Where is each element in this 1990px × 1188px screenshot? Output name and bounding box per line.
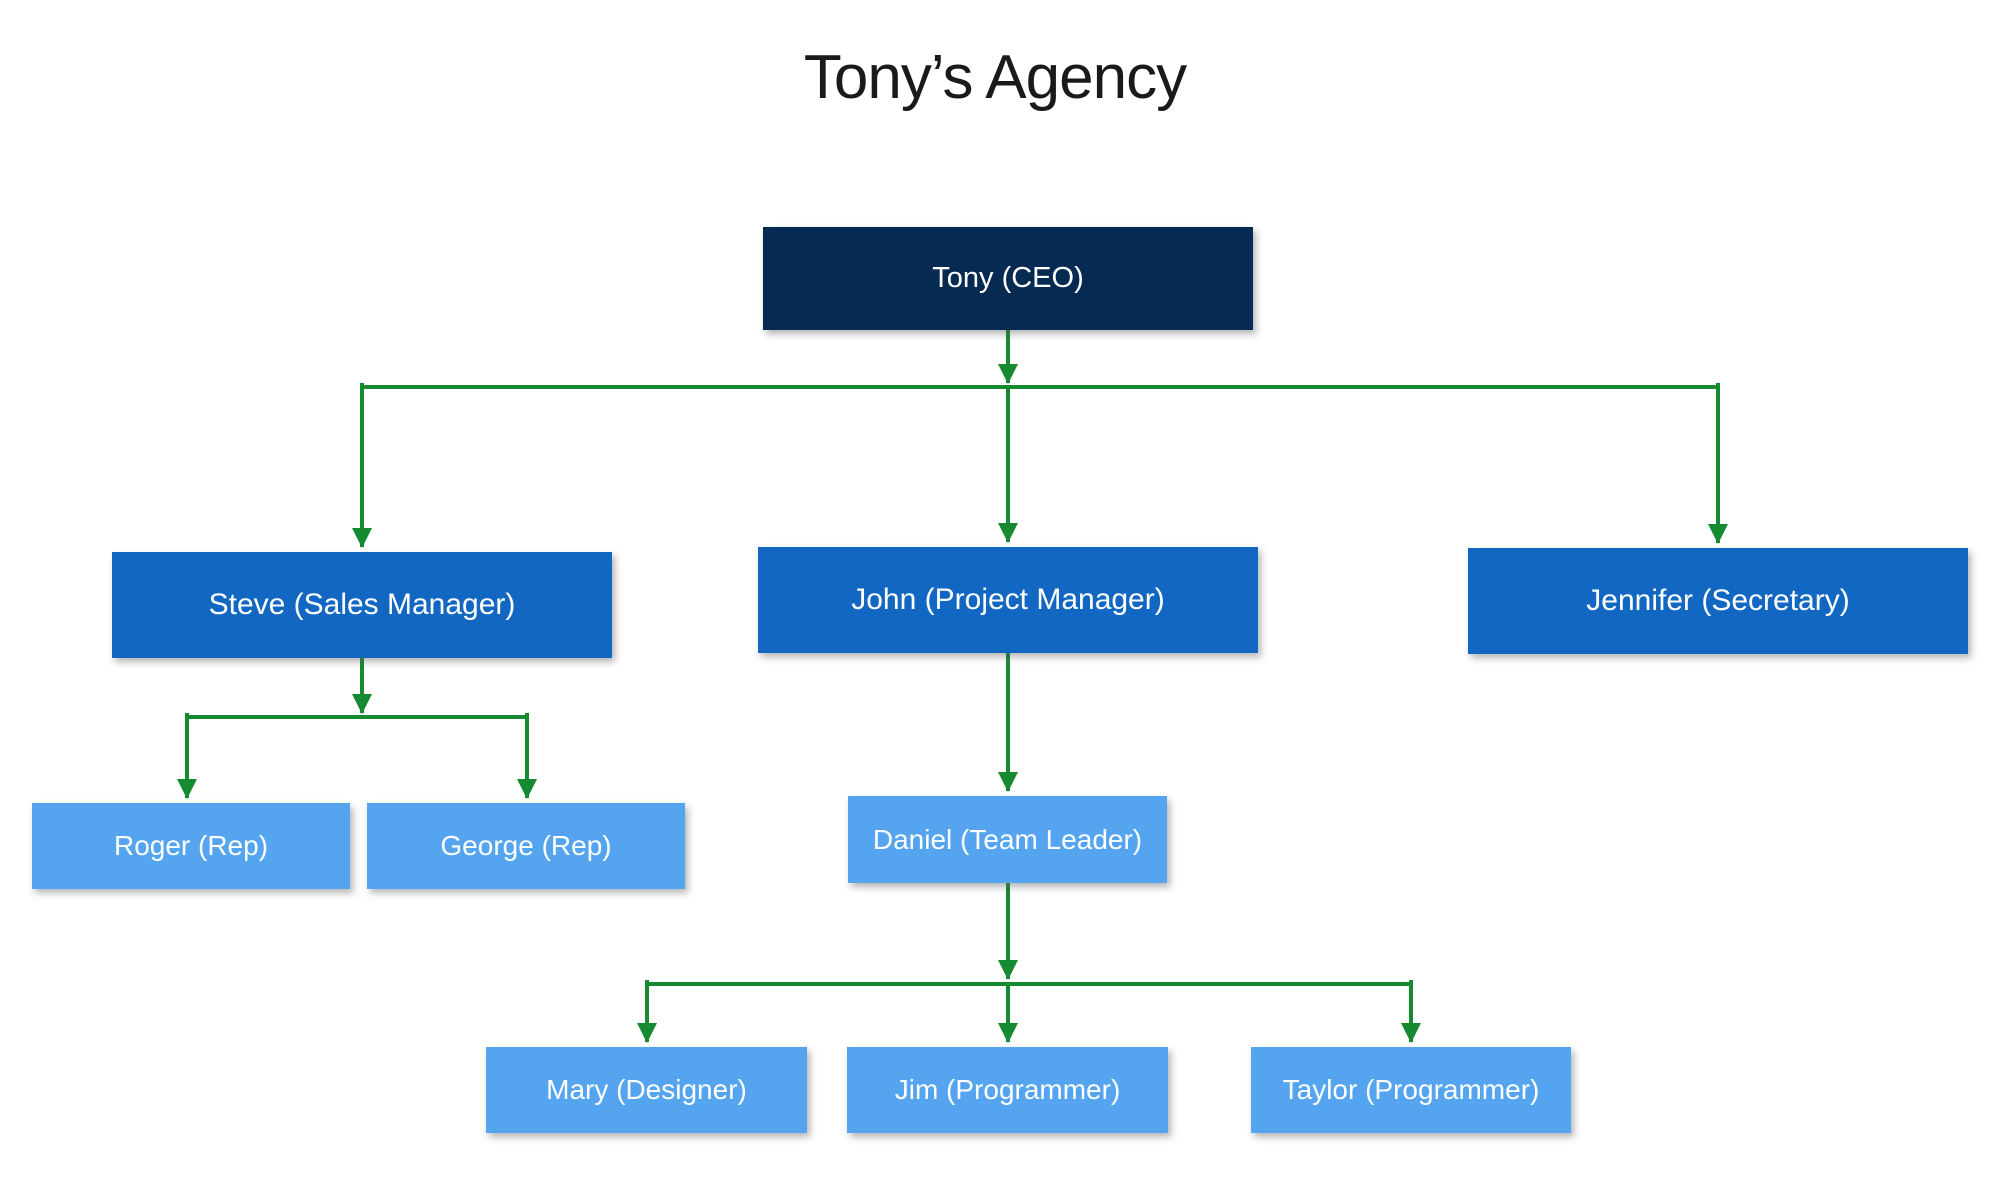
org-node-label: Jim (Programmer) [894, 1074, 1121, 1105]
org-node-tony[interactable]: Tony (CEO) [763, 227, 1253, 330]
org-node-jim[interactable]: Jim (Programmer) [847, 1047, 1168, 1133]
org-node-daniel[interactable]: Daniel (Team Leader) [848, 796, 1167, 883]
org-node-george[interactable]: George (Rep) [367, 803, 685, 889]
org-node-label: Daniel (Team Leader) [872, 823, 1143, 855]
org-node-taylor[interactable]: Taylor (Programmer) [1251, 1047, 1571, 1133]
page-title: Tony’s Agency [803, 43, 1187, 112]
org-node-label: Taylor (Programmer) [1282, 1074, 1540, 1105]
org-node-label: John (Project Manager) [851, 583, 1165, 616]
org-node-label: Jennifer (Secretary) [1586, 584, 1850, 617]
org-node-steve[interactable]: Steve (Sales Manager) [112, 552, 612, 658]
org-node-john[interactable]: John (Project Manager) [758, 547, 1258, 653]
org-node-roger[interactable]: Roger (Rep) [32, 803, 350, 889]
org-node-label: Steve (Sales Manager) [208, 588, 516, 621]
org-node-mary[interactable]: Mary (Designer) [486, 1047, 807, 1133]
org-node-label: George (Rep) [440, 830, 612, 861]
org-node-label: Tony (CEO) [932, 262, 1084, 294]
org-node-jennifer[interactable]: Jennifer (Secretary) [1468, 548, 1968, 654]
org-node-label: Roger (Rep) [113, 830, 269, 861]
org-node-label: Mary (Designer) [546, 1074, 747, 1105]
